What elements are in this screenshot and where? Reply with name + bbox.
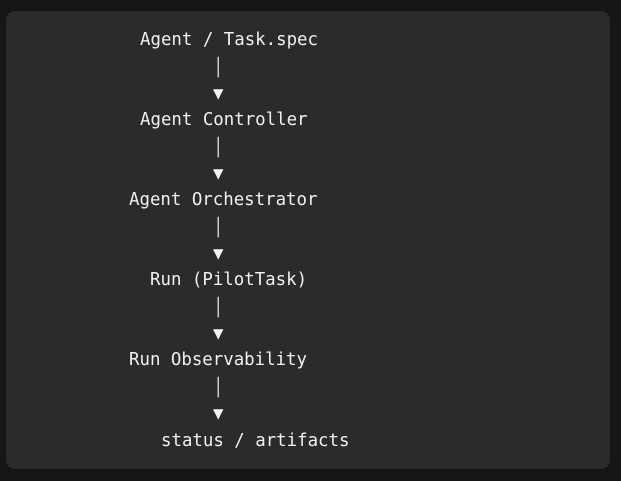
arrow-down-icon: ▼ bbox=[213, 84, 224, 104]
arrow-down-icon: ▼ bbox=[213, 164, 224, 184]
node-agent-orchestrator: Agent Orchestrator bbox=[129, 190, 318, 210]
arrow-down-icon: ▼ bbox=[213, 244, 224, 264]
connector-line: │ bbox=[213, 298, 224, 318]
node-run-observability: Run Observability bbox=[129, 350, 307, 370]
arrow-down-icon: ▼ bbox=[213, 324, 224, 344]
connector-line: │ bbox=[213, 138, 224, 158]
connector-line: │ bbox=[213, 378, 224, 398]
node-agent-controller: Agent Controller bbox=[140, 110, 308, 130]
connector-line: │ bbox=[213, 218, 224, 238]
diagram-panel: Agent / Task.spec │ ▼ Agent Controller │… bbox=[6, 11, 610, 469]
node-status-artifacts: status / artifacts bbox=[161, 431, 350, 451]
node-run-pilottask: Run (PilotTask) bbox=[150, 270, 308, 290]
connector-line: │ bbox=[213, 58, 224, 78]
arrow-down-icon: ▼ bbox=[213, 404, 224, 424]
node-agent-task-spec: Agent / Task.spec bbox=[140, 30, 318, 50]
